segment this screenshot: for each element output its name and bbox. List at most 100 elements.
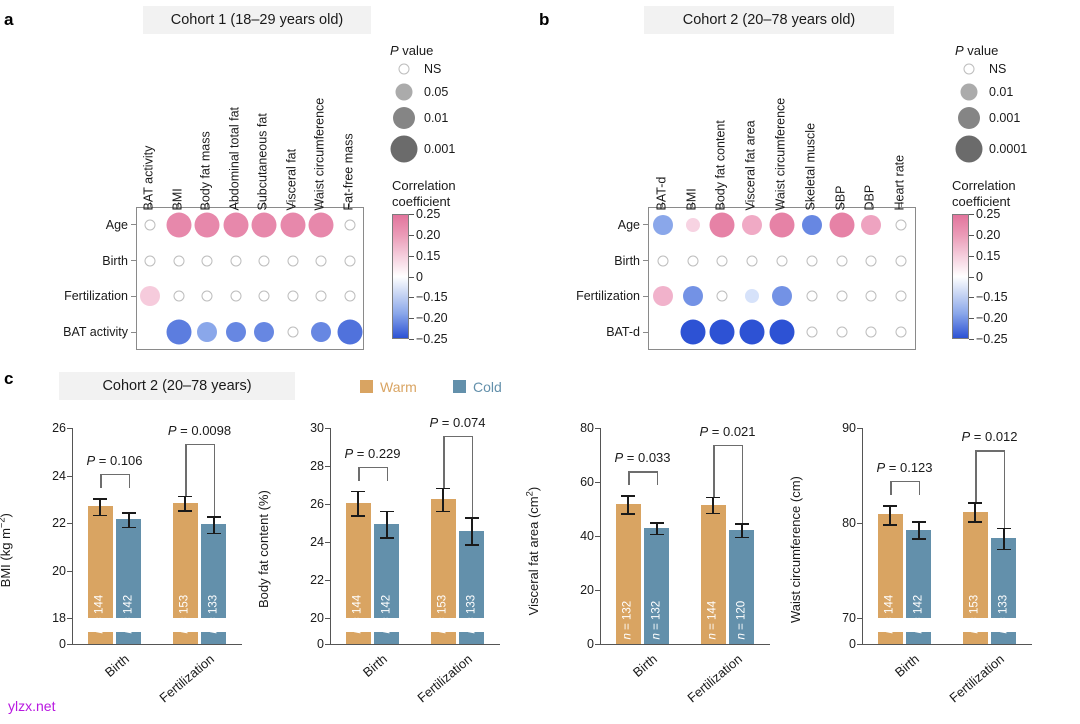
error-bar-cap-top xyxy=(436,487,451,490)
matrix-dot xyxy=(254,322,275,343)
y-tick-40 xyxy=(595,536,600,537)
y-tick-70 xyxy=(857,618,862,620)
matrix-dot xyxy=(836,326,848,338)
legend-swatch-cold xyxy=(453,380,466,393)
legend-dot-0.001 xyxy=(390,135,418,163)
y-tick-label-18: 18 xyxy=(52,611,66,626)
matrix-dot xyxy=(166,319,192,345)
matrix-dot xyxy=(657,255,669,267)
error-bar-cap-bottom xyxy=(436,510,451,513)
matrix-dot xyxy=(652,214,673,235)
x-axis-line xyxy=(330,644,500,646)
bar-cold-birth xyxy=(644,527,670,644)
p-value-label: P = 0.106 xyxy=(86,453,143,469)
error-bar-cap-bottom xyxy=(883,523,898,526)
x-category-label-birth: Birth xyxy=(629,651,660,680)
bar-warm-fertilization xyxy=(430,499,456,619)
bar-stub xyxy=(201,632,227,644)
cbar-tick xyxy=(969,255,974,257)
row-tick xyxy=(643,260,648,262)
n-label: n = 153 xyxy=(436,595,449,634)
cbar-tick xyxy=(969,339,974,340)
cbar-label-0: 0.25 xyxy=(976,207,1001,221)
x-category-label-fertilization: Fertilization xyxy=(945,651,1007,706)
bracket-leg-right xyxy=(386,466,389,481)
matrix-dot xyxy=(223,212,249,238)
error-bar-line xyxy=(740,523,743,537)
n-label: n = 133 xyxy=(465,595,478,634)
error-bar-cap-top xyxy=(883,504,898,507)
y-tick-label-26: 26 xyxy=(310,497,324,512)
error-bar-cap-bottom xyxy=(206,532,221,535)
bar-cold-birth xyxy=(906,529,932,619)
error-bar-line xyxy=(1002,527,1005,549)
bracket-top xyxy=(443,435,472,438)
legend-dot-0.001 xyxy=(958,107,980,129)
n-label: n = 133 xyxy=(997,595,1010,634)
cbar-tick xyxy=(969,297,974,299)
matrix-dot xyxy=(197,322,218,343)
matrix-dot xyxy=(173,290,185,302)
bar-stub xyxy=(877,632,903,644)
bracket-top xyxy=(628,471,657,473)
matrix-dot xyxy=(201,255,213,267)
error-bar-cap-bottom xyxy=(351,515,366,518)
y-tick-0 xyxy=(325,644,330,645)
error-bar-cap-top xyxy=(968,502,983,504)
y-tick-label-90: 90 xyxy=(842,421,856,435)
cbar-tick xyxy=(969,234,974,236)
row-label-2: Fertilization xyxy=(576,289,640,304)
y-tick-18 xyxy=(67,618,72,620)
matrix-dot xyxy=(746,255,758,267)
legend-dot-0.01 xyxy=(960,83,978,101)
bar-stub xyxy=(345,632,371,644)
matrix-dot xyxy=(865,290,877,302)
column-label-3: Visceral fat area xyxy=(743,120,758,211)
row-label-3: BAT-d xyxy=(606,324,640,339)
bracket-leg-right xyxy=(741,444,744,524)
bar-stub xyxy=(459,632,485,644)
error-bar-line xyxy=(442,487,445,511)
error-bar-cap-top xyxy=(379,510,394,513)
bracket-leg-left xyxy=(443,435,445,488)
col-tick xyxy=(292,202,294,207)
error-bar-line xyxy=(184,495,187,510)
error-bar-cap-bottom xyxy=(464,543,479,546)
legend-label-0.001: 0.001 xyxy=(424,142,456,156)
matrix-dot xyxy=(308,212,334,238)
column-label-6: Waist circumference xyxy=(312,97,327,211)
y-axis-line xyxy=(72,428,74,644)
legend-label-0.05: 0.05 xyxy=(424,85,449,99)
matrix-dot xyxy=(829,212,855,238)
error-bar-line xyxy=(99,498,102,515)
row-tick xyxy=(643,224,648,226)
x-axis-line xyxy=(862,644,1032,646)
y-tick-label-24: 24 xyxy=(310,535,324,550)
cbar-tick xyxy=(409,214,414,215)
row-label-1: Birth xyxy=(102,253,128,268)
error-bar-line xyxy=(470,517,473,544)
y-tick-label-60: 60 xyxy=(580,475,594,489)
legend-label-0.001: 0.001 xyxy=(989,111,1021,125)
matrix-dot xyxy=(230,255,242,267)
column-label-0: BAT activity xyxy=(141,145,156,211)
error-bar-cap-bottom xyxy=(93,514,108,517)
n-label: n = 144 xyxy=(93,595,106,634)
col-tick xyxy=(263,202,265,207)
matrix-dot xyxy=(344,255,356,267)
y-tick-0 xyxy=(857,644,862,645)
panel-c-title: Cohort 2 (20–78 years) xyxy=(59,372,295,400)
column-label-0: BAT-d xyxy=(654,176,669,211)
error-bar-line xyxy=(212,515,215,533)
panel-b-legend-title: P value xyxy=(955,43,999,58)
cbar-label-0: 0.25 xyxy=(416,207,441,221)
matrix-dot xyxy=(682,286,703,307)
matrix-dot xyxy=(895,219,907,231)
column-label-1: BMI xyxy=(684,188,699,211)
bar-cold-birth xyxy=(374,523,400,619)
legend-dot-NS xyxy=(398,63,410,75)
cbar-label-6: −0.25 xyxy=(416,332,448,346)
bracket-top xyxy=(185,443,214,446)
n-label: n = 153 xyxy=(178,595,191,634)
bracket-leg-left xyxy=(628,471,630,486)
